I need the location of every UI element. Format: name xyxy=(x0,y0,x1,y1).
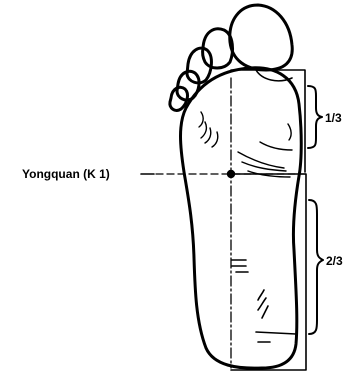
sole-creases xyxy=(199,112,292,177)
yongquan-point-marker xyxy=(227,170,235,178)
sole-outline xyxy=(181,68,302,368)
upper-fraction-label: 1/3 xyxy=(325,111,342,125)
yongquan-point-label: Yongquan (K 1) xyxy=(22,167,110,181)
big-toe xyxy=(230,5,292,70)
lower-fraction-label: 2/3 xyxy=(326,254,343,268)
heel-marks xyxy=(232,260,296,342)
upper-third-brace xyxy=(308,86,322,148)
lower-two-thirds-brace xyxy=(309,200,323,334)
